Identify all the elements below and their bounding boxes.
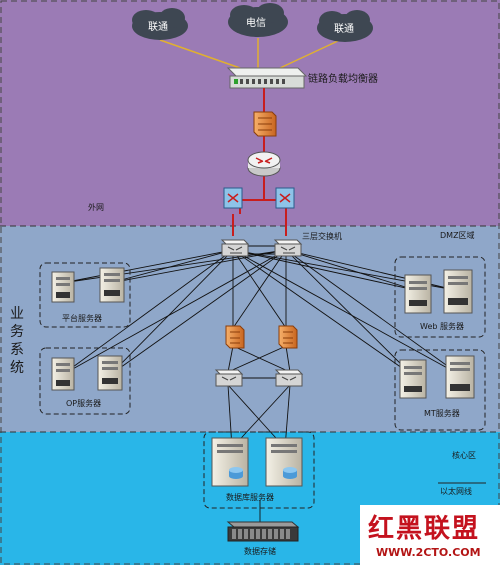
db-server-1 xyxy=(211,437,249,487)
op-server-1 xyxy=(51,357,75,391)
dmz-zone-label: DMZ区域 xyxy=(440,231,475,240)
isp-cloud-telecom xyxy=(228,3,288,37)
platform-server-label: 平台服务器 xyxy=(62,314,102,323)
load-balancer-label: 链路负载均衡器 xyxy=(308,74,378,85)
switch-label: 三层交换机 xyxy=(302,232,342,241)
l3-switch-right xyxy=(273,239,303,257)
web-server-label: Web 服务器 xyxy=(420,322,464,331)
mt-server-1 xyxy=(399,359,427,399)
platform-server-1 xyxy=(51,271,75,303)
web-server-1 xyxy=(404,274,432,314)
ethernet-legend-label: 以太网线 xyxy=(440,487,472,496)
db-server-label: 数据库服务器 xyxy=(226,493,274,502)
platform-server-group xyxy=(39,262,131,328)
watermark-url: WWW.2CTO.COM xyxy=(376,546,481,559)
inner-firewall-left xyxy=(225,325,245,349)
perimeter-switch-left xyxy=(223,187,243,209)
isp-label-unicom-2: 联通 xyxy=(334,24,354,35)
mt-server-label: MT服务器 xyxy=(424,409,460,418)
web-server-group xyxy=(394,256,486,338)
inner-firewall-right xyxy=(278,325,298,349)
op-server-group xyxy=(39,347,131,415)
isp-label-telecom: 电信 xyxy=(246,18,266,29)
watermark-banner xyxy=(360,505,500,565)
mt-server-2 xyxy=(445,355,475,399)
perimeter-switch-right xyxy=(275,187,295,209)
storage-label: 数据存储 xyxy=(244,547,276,556)
external-zone-label: 外网 xyxy=(88,203,104,212)
watermark-brand: 红黑联盟 xyxy=(368,514,481,544)
link-load-balancer xyxy=(226,67,308,89)
op-server-2 xyxy=(97,355,123,391)
isp-cloud-unicom-2 xyxy=(317,10,373,42)
op-server-label: OP服务器 xyxy=(66,399,102,408)
core-zone-label: 核心区 xyxy=(452,451,476,460)
storage-array xyxy=(226,521,300,542)
db-server-2 xyxy=(265,437,303,487)
platform-server-2 xyxy=(99,267,125,303)
external-zone xyxy=(0,0,500,226)
firewall-icon xyxy=(253,111,277,137)
web-server-2 xyxy=(443,269,473,314)
db-server-group xyxy=(203,431,315,509)
core-switch-left xyxy=(214,369,244,387)
l3-switch-left xyxy=(220,239,250,257)
router-icon xyxy=(247,151,281,177)
isp-label-unicom-1: 联通 xyxy=(148,22,168,33)
mt-server-group xyxy=(394,349,486,431)
core-switch-right xyxy=(274,369,304,387)
isp-cloud-unicom-1 xyxy=(132,8,188,40)
business-system-label: 业务系统 xyxy=(10,306,24,376)
